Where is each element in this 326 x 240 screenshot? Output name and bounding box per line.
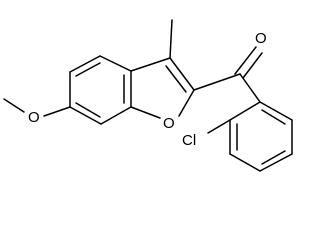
bond (229, 101, 261, 121)
methyl-bond (169, 19, 173, 59)
bond (69, 106, 102, 125)
carbonyl-group (193, 46, 263, 103)
chlorophenyl-ring (229, 101, 293, 172)
carbonyl-double-bond (234, 46, 257, 75)
chlorine-label: Cl (182, 132, 196, 149)
carbonyl-double-bond (242, 52, 263, 79)
methoxy-oxygen-label: O (28, 109, 40, 126)
bond (3, 98, 25, 113)
chlorine-bond (207, 119, 231, 134)
double-bond-inner (261, 109, 286, 125)
bond (259, 153, 293, 172)
bond (259, 101, 293, 121)
bond (100, 106, 132, 125)
double-bond-inner (165, 65, 187, 93)
bond (43, 106, 71, 117)
bond (169, 57, 195, 91)
furan-oxygen-label: O (163, 115, 175, 132)
bond (130, 106, 161, 119)
double-bond-inner (75, 102, 101, 118)
bond (69, 55, 101, 73)
double-bond-inner (261, 150, 286, 165)
chemical-structure: O O O Cl (3, 19, 293, 172)
bond (193, 73, 241, 91)
bond (178, 89, 195, 117)
carbonyl-oxygen-label: O (255, 30, 267, 47)
bond (130, 57, 171, 72)
double-bond-inner (75, 62, 101, 77)
bond (99, 55, 132, 72)
benzofuran-benzene-ring (69, 55, 132, 125)
bond (229, 153, 261, 172)
furan-ring (130, 57, 195, 119)
methoxy-group (3, 98, 71, 117)
